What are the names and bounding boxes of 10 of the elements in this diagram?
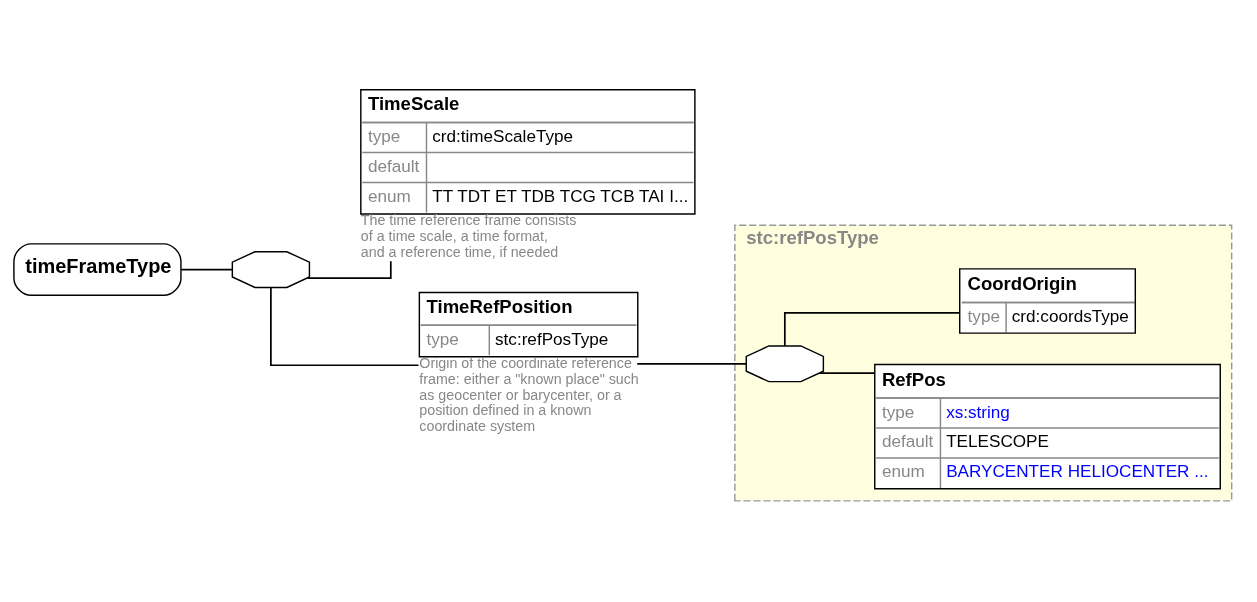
connector bbox=[636, 362, 747, 365]
connector bbox=[818, 372, 876, 374]
connector bbox=[783, 311, 961, 347]
node-octagon bbox=[745, 345, 825, 383]
connector bbox=[180, 268, 233, 271]
connector bbox=[270, 286, 420, 367]
node-label: The time reference frame consists of a time scale, a time format, and a reference time, if needed bbox=[360, 212, 577, 260]
node-octagon bbox=[231, 251, 311, 289]
node-box: timeFrameType bbox=[13, 243, 182, 296]
node-label: Origin of the coordinate reference frame: either a "known place" such as geocenter or barycenter, or a position defined in a known coordinate system bbox=[419, 355, 639, 434]
